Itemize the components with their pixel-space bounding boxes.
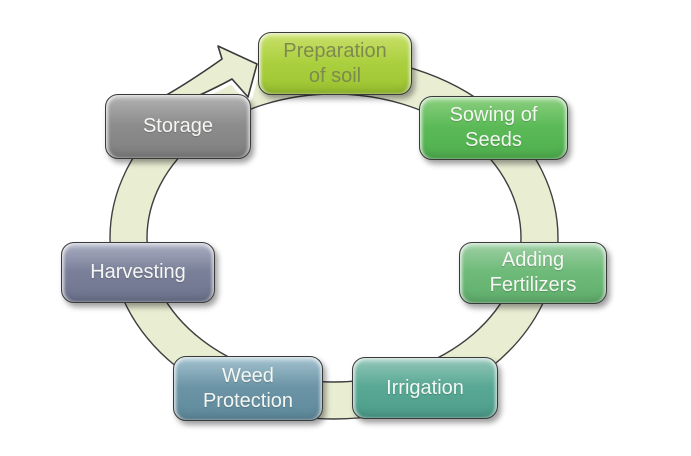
step-preparation-of-soil: Preparation of soil — [258, 32, 412, 95]
step-irrigation: Irrigation — [352, 357, 498, 419]
step-label-line: Adding — [501, 249, 565, 271]
step-label-line: Harvesting — [90, 261, 186, 283]
step-harvesting: Harvesting — [61, 242, 215, 303]
step-weed-protection: Weed Protection — [173, 356, 323, 421]
step-label-line: Seeds — [465, 129, 522, 151]
step-label-line: Fertilizers — [489, 274, 577, 296]
step-label-line: Sowing of — [449, 104, 538, 126]
step-label-line: Storage — [142, 115, 214, 137]
step-sowing-of-seeds: Sowing of Seeds — [419, 96, 568, 160]
step-label-line: Preparation — [283, 39, 387, 62]
step-label-line: Weed — [222, 364, 274, 387]
step-storage: Storage — [105, 94, 251, 159]
step-label-line: of soil — [308, 64, 362, 87]
step-adding-fertilizers: Adding Fertilizers — [459, 242, 607, 304]
step-label-line: Irrigation — [386, 376, 464, 399]
step-label-line: Protection — [202, 389, 294, 412]
